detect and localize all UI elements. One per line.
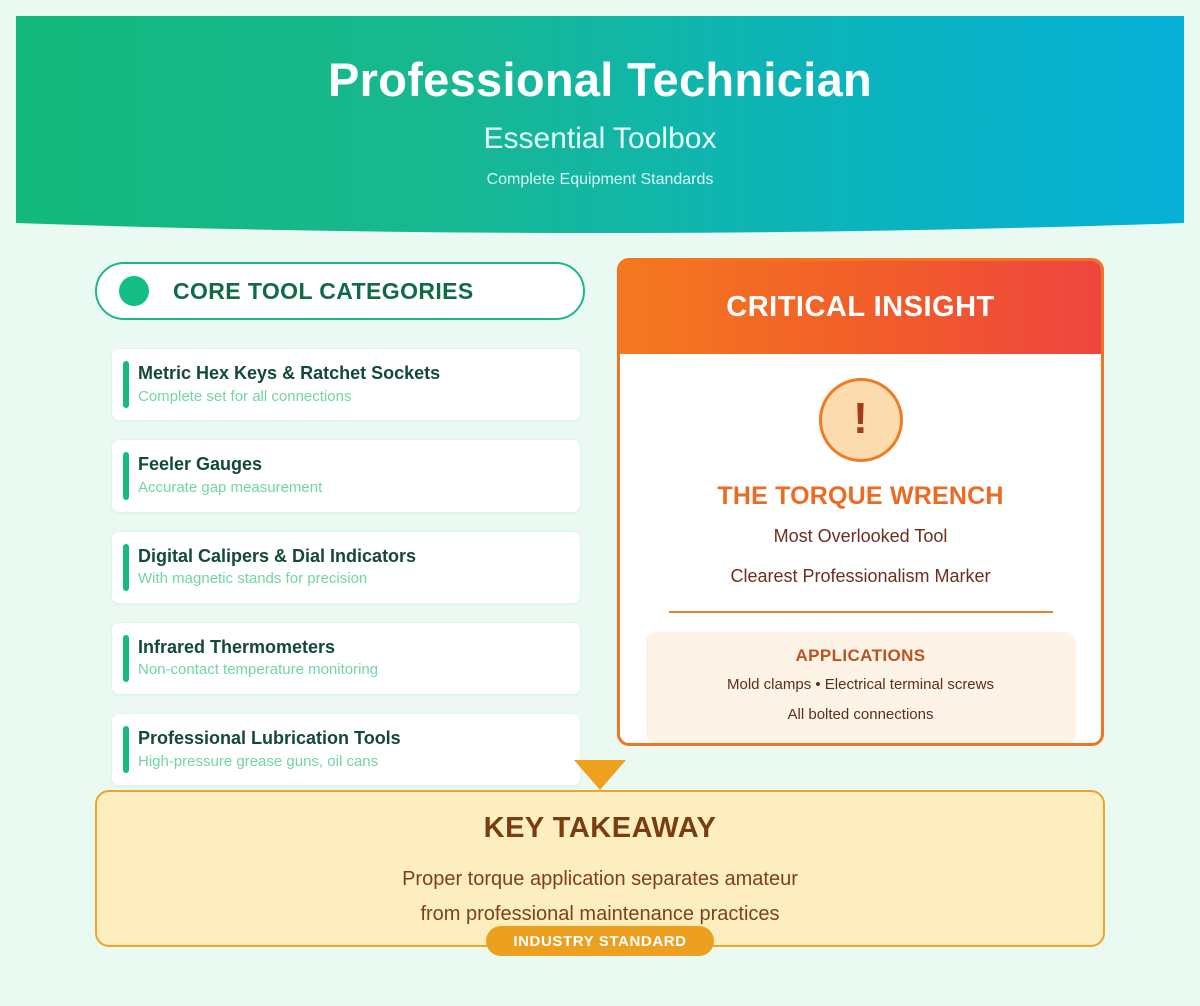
section-header-label: CORE TOOL CATEGORIES (173, 277, 474, 304)
critical-insight-card: CRITICAL INSIGHT ! THE TORQUE WRENCH Mos… (617, 258, 1104, 746)
status-badge-label: INDUSTRY STANDARD (513, 932, 687, 950)
list-item[interactable]: Metric Hex Keys & Ratchet Sockets Comple… (111, 348, 581, 422)
list-item-title: Infrared Thermometers (138, 636, 336, 657)
key-takeaway-line-2: from professional maintenance practices (420, 903, 780, 925)
list-item[interactable]: Digital Calipers & Dial Indicators With … (111, 530, 581, 604)
core-tool-categories-section: CORE TOOL CATEGORIES Metric Hex Keys & R… (95, 262, 585, 787)
alert-exclamation-icon: ! (818, 378, 903, 462)
accent-bar (123, 452, 129, 500)
list-item-title: Digital Calipers & Dial Indicators (138, 545, 417, 566)
list-item-title: Feeler Gauges (138, 454, 263, 475)
list-item-title: Metric Hex Keys & Ratchet Sockets (138, 363, 441, 383)
applications-line-2: All bolted connections (787, 706, 934, 724)
key-takeaway-title: KEY TAKEAWAY (483, 812, 717, 844)
section-header-pill: CORE TOOL CATEGORIES (95, 262, 585, 320)
divider (668, 610, 1053, 613)
alert-exclamation-glyph: ! (853, 393, 868, 443)
page-tagline: Complete Equipment Standards (486, 170, 714, 188)
critical-insight-header: CRITICAL INSIGHT (620, 261, 1101, 354)
key-takeaway-card: KEY TAKEAWAY Proper torque application s… (95, 790, 1105, 947)
list-item[interactable]: Professional Lubrication Tools High-pres… (111, 713, 581, 787)
list-item-subtitle: Accurate gap measurement (138, 478, 323, 496)
insight-line-2: Clearest Professionalism Marker (730, 565, 991, 586)
list-item[interactable]: Feeler Gauges Accurate gap measurement (111, 439, 581, 513)
tool-list: Metric Hex Keys & Ratchet Sockets Comple… (95, 348, 585, 787)
applications-line-1: Mold clamps • Electrical terminal screws (727, 675, 994, 693)
page-title: Professional Technician (327, 53, 873, 106)
header-curve-decoration (16, 221, 1184, 233)
list-item-subtitle: Complete set for all connections (138, 387, 352, 405)
accent-bar (123, 726, 129, 774)
critical-insight-body: ! THE TORQUE WRENCH Most Overlooked Tool… (620, 354, 1101, 743)
list-item-subtitle: Non-contact temperature monitoring (138, 661, 379, 679)
critical-insight-header-label: CRITICAL INSIGHT (726, 291, 995, 323)
applications-box: APPLICATIONS Mold clamps • Electrical te… (645, 631, 1076, 743)
insight-line-1: Most Overlooked Tool (773, 526, 948, 546)
bullet-dot-icon (119, 276, 149, 306)
list-item-subtitle: With magnetic stands for precision (138, 570, 368, 587)
header-banner: Professional Technician Essential Toolbo… (16, 16, 1184, 233)
insight-title: THE TORQUE WRENCH (717, 482, 1004, 510)
accent-bar (123, 361, 129, 409)
list-item-subtitle: High-pressure grease guns, oil cans (138, 752, 379, 770)
accent-bar (123, 634, 129, 682)
page-subtitle: Essential Toolbox (483, 121, 717, 155)
key-takeaway-line-1: Proper torque application separates amat… (402, 868, 798, 890)
applications-title: APPLICATIONS (795, 645, 926, 665)
accent-bar (123, 543, 129, 591)
list-item-title: Professional Lubrication Tools (138, 728, 401, 748)
status-badge: INDUSTRY STANDARD (486, 926, 714, 956)
list-item[interactable]: Infrared Thermometers Non-contact temper… (111, 621, 581, 695)
down-arrow-icon (574, 760, 626, 790)
